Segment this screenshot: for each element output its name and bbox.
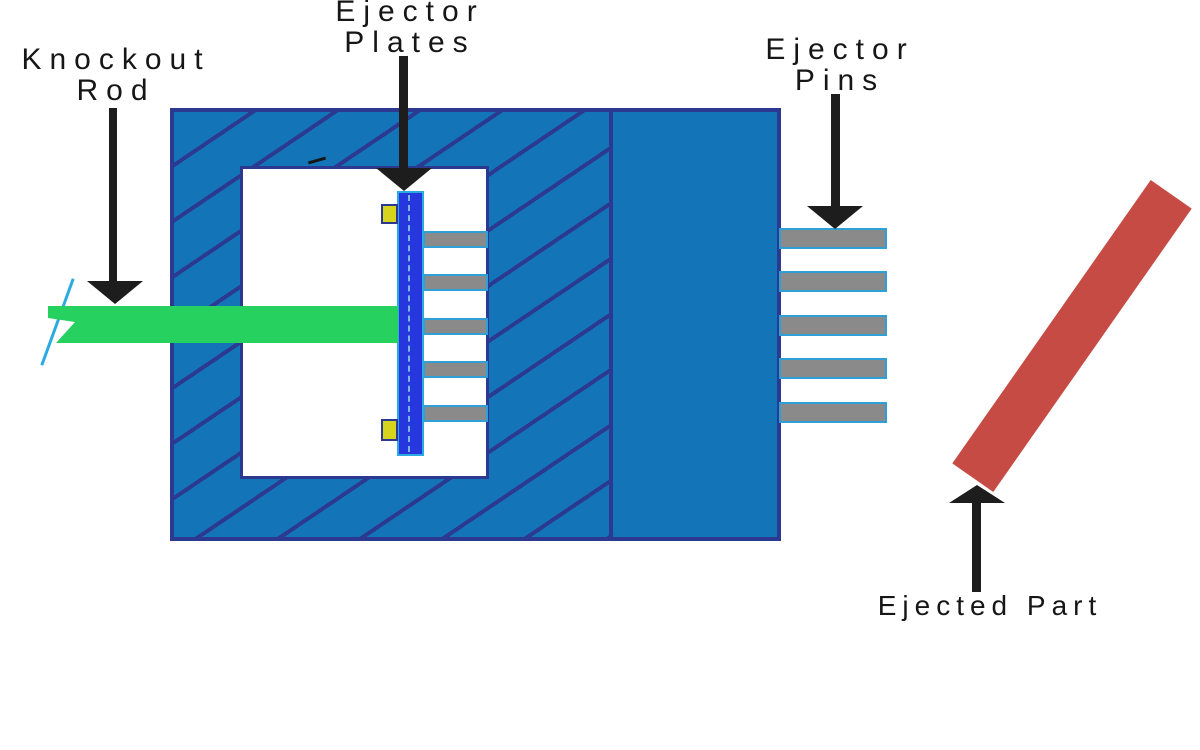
ejector-pin-inner xyxy=(423,231,488,248)
ejected-part-arrow-shaft xyxy=(972,502,981,592)
knockout-rod-label-line2: Rod xyxy=(76,74,156,107)
ejector-pin-outer xyxy=(779,228,887,249)
knockout-rod-arrow-icon xyxy=(87,281,143,304)
plate-stop-block-top xyxy=(381,204,398,224)
ejector-pins-label: Ejector Pins xyxy=(728,34,952,96)
ejector-pins-arrow-icon xyxy=(807,206,863,229)
ejector-plates-label-line2: Plates xyxy=(344,26,476,59)
ejector-plates-arrow-icon xyxy=(376,168,432,191)
ejector-plates-label-line1: Ejector xyxy=(335,0,485,28)
rod-break-line xyxy=(40,278,75,366)
ejector-pins-arrow-shaft xyxy=(831,94,840,208)
knockout-rod-label: Knockout Rod xyxy=(0,44,234,106)
ejector-pins-label-line1: Ejector xyxy=(765,33,915,66)
knockout-rod-arrow-shaft xyxy=(109,108,117,283)
ejector-plates-label: Ejector Plates xyxy=(298,0,522,58)
ejected-part-arrow-icon xyxy=(949,485,1005,503)
ejector-pin-outer xyxy=(779,271,887,292)
ejector-pin-inner xyxy=(423,274,488,291)
ejector-pin-outer xyxy=(779,402,887,423)
ejector-pin-outer xyxy=(779,315,887,336)
ejector-pins-label-line2: Pins xyxy=(794,64,886,97)
ejector-pin-inner xyxy=(423,318,488,335)
ejector-pin-inner xyxy=(423,405,488,422)
ejected-part-label-line1: Ejected Part xyxy=(877,590,1103,621)
knockout-rod xyxy=(48,306,398,343)
ejected-part xyxy=(952,179,1192,493)
ejected-part-label: Ejected Part xyxy=(818,590,1162,621)
ejector-plates-seam xyxy=(408,195,410,452)
plate-stop-block-bottom xyxy=(381,419,398,441)
ejector-pin-inner xyxy=(423,361,488,378)
ejector-plates-arrow-shaft xyxy=(399,56,408,170)
ejector-plates xyxy=(397,191,424,456)
ejector-pin-outer xyxy=(779,358,887,379)
knockout-rod-label-line1: Knockout xyxy=(21,43,211,76)
